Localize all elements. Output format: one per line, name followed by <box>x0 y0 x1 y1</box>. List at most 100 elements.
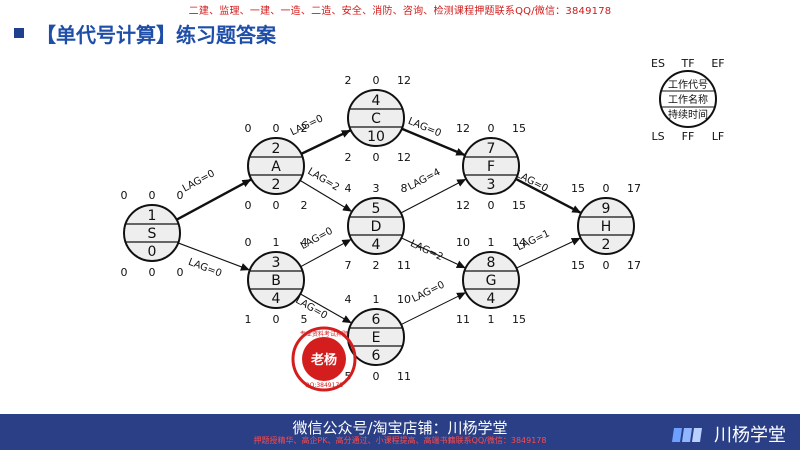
edge-D-G <box>401 237 466 269</box>
node-tf: 0 <box>603 182 610 195</box>
brand: 川杨学堂 <box>672 421 786 447</box>
node-ef: 10 <box>397 293 411 306</box>
seal-main-text: 老杨 <box>310 352 337 368</box>
edge-F-H <box>515 177 582 215</box>
node-code: 7 <box>487 141 496 157</box>
node-duration: 2 <box>272 177 281 193</box>
node-circle <box>347 89 405 147</box>
node-name: S <box>148 226 157 242</box>
node-ef: 4 <box>301 236 308 249</box>
node-circle <box>123 204 181 262</box>
node-ef: 8 <box>401 182 408 195</box>
node-duration: 4 <box>487 291 496 307</box>
node-name: G <box>486 273 497 289</box>
node-duration: 3 <box>487 177 496 193</box>
edge-E-G <box>400 291 467 326</box>
lag-label-B-E: LAG=0 <box>293 295 329 322</box>
node-circle <box>462 137 520 195</box>
node-ef: 15 <box>512 122 526 135</box>
node-lf: 5 <box>301 313 308 326</box>
edge-D-F <box>400 178 467 214</box>
node-circle <box>462 251 520 309</box>
node-lf: 15 <box>512 199 526 212</box>
legend-ff: FF <box>682 130 695 143</box>
legend-name: 工作名称 <box>668 93 708 106</box>
lag-label-S-A: LAG=0 <box>181 168 217 194</box>
legend-circle <box>659 70 717 128</box>
node-ef: 2 <box>301 122 308 135</box>
footer-text: 微信公众号/淘宝店铺：川杨学堂 <box>292 419 508 437</box>
node-ff: 0 <box>373 151 380 164</box>
node-ef: 17 <box>627 182 641 195</box>
node-ls: 1 <box>245 313 252 326</box>
node-name: E <box>372 330 381 346</box>
title-row: 【单代号计算】练习题答案 <box>14 18 276 48</box>
node-lf: 2 <box>301 199 308 212</box>
node-code: 5 <box>372 201 381 217</box>
top-banner: 二建、监理、一建、一造、二造、安全、消防、咨询、检测课程押题联系QQ/微信：38… <box>188 6 612 17</box>
node-es: 0 <box>245 236 252 249</box>
node-ef: 14 <box>512 236 526 249</box>
node-code: 1 <box>148 208 157 224</box>
node-ff: 0 <box>273 199 280 212</box>
node-lf: 17 <box>627 259 641 272</box>
node-name: F <box>487 159 495 175</box>
node-name: B <box>271 273 281 289</box>
node-circle <box>347 197 405 255</box>
node-ef: 12 <box>397 74 411 87</box>
legend-es: ES <box>651 57 665 70</box>
node-duration: 0 <box>148 244 157 260</box>
page-title: 【单代号计算】练习题答案 <box>36 22 276 47</box>
node-tf: 1 <box>373 293 380 306</box>
node-name: D <box>371 219 382 235</box>
node-ls: 0 <box>121 266 128 279</box>
node-ff: 0 <box>273 313 280 326</box>
node-circle <box>247 251 305 309</box>
node-es: 0 <box>121 189 128 202</box>
brand-name: 川杨学堂 <box>714 425 786 446</box>
node-ls: 7 <box>345 259 352 272</box>
footer-subtext: 押题授精华、高企PK、高分通过、小课程提高、高端书籍联系QQ/微信：384917… <box>253 436 547 445</box>
legend-tf: TF <box>680 57 694 70</box>
node-ff: 0 <box>603 259 610 272</box>
node-ff: 2 <box>373 259 380 272</box>
lag-label-C-F: LAG=0 <box>406 116 443 140</box>
node-tf: 0 <box>273 122 280 135</box>
node-circle <box>247 137 305 195</box>
node-es: 4 <box>345 182 352 195</box>
node-code: 6 <box>372 312 381 328</box>
node-lf: 0 <box>177 266 184 279</box>
edge-B-E <box>300 293 352 324</box>
legend-lf: LF <box>712 130 724 143</box>
node-ef: 0 <box>177 189 184 202</box>
node-lf: 15 <box>512 313 526 326</box>
node-code: 2 <box>272 141 281 157</box>
node-tf: 3 <box>373 182 380 195</box>
node-circle <box>347 308 405 366</box>
node-tf: 1 <box>488 236 495 249</box>
edge-G-H <box>516 237 581 269</box>
node-ls: 11 <box>456 313 470 326</box>
node-ls: 2 <box>345 151 352 164</box>
node-tf: 0 <box>149 189 156 202</box>
node-duration: 2 <box>602 237 611 253</box>
node-name: A <box>271 159 281 175</box>
node-name: C <box>371 111 381 127</box>
node-ff: 0 <box>373 370 380 383</box>
node-lf: 11 <box>397 259 411 272</box>
edge-A-C <box>300 129 352 155</box>
node-code: 9 <box>602 201 611 217</box>
brand-logo-icon <box>672 428 702 442</box>
node-ls: 12 <box>456 199 470 212</box>
node-es: 4 <box>345 293 352 306</box>
legend-ef: EF <box>711 57 724 70</box>
node-code: 4 <box>372 93 381 109</box>
